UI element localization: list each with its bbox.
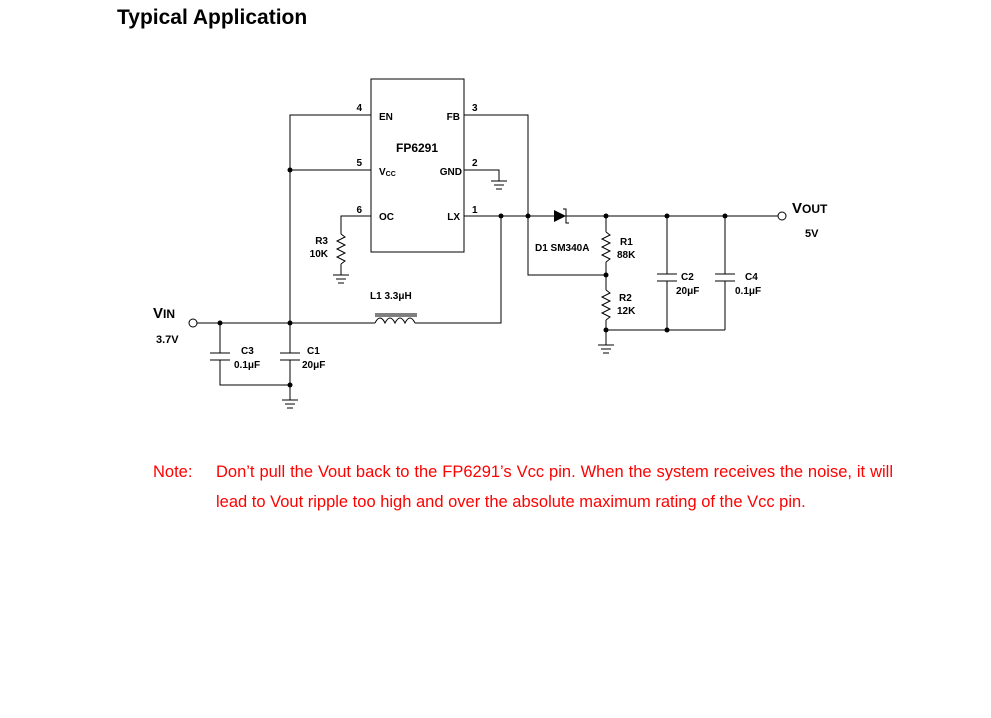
page-title: Typical Application	[117, 6, 308, 29]
c3-ref: C3	[241, 346, 254, 357]
pin-fb-label: FB	[447, 112, 460, 123]
pin-vcc-label: VCC	[379, 167, 396, 178]
junction-dot	[287, 382, 293, 388]
capacitor-c2	[657, 273, 677, 282]
pin-gnd: 2 GND	[440, 158, 478, 178]
c1-ref: C1	[307, 346, 320, 357]
ground-symbol	[491, 180, 507, 190]
vout-terminal	[777, 211, 787, 221]
r2-value: 12K	[617, 306, 636, 317]
note-text: Don’t pull the Vout back to the FP6291’s…	[216, 463, 893, 511]
pin-fb: 3 FB	[447, 103, 478, 123]
pin-oc-number: 6	[356, 205, 362, 216]
vout-label: VOUT	[792, 200, 828, 217]
junction-dot	[525, 213, 531, 219]
r1-value: 88K	[617, 250, 636, 261]
c4-value: 0.1μF	[735, 286, 761, 297]
pin-vcc-number: 5	[356, 158, 362, 169]
capacitor-c4	[715, 273, 735, 282]
pin-en-label: EN	[379, 112, 393, 123]
c1-value: 20μF	[302, 360, 325, 371]
resistor-r2	[600, 289, 612, 321]
circuit-schematic: FP6291 4 EN 5 VCC 6 OC 3 FB 2 GND 1 LX R…	[153, 78, 828, 409]
ground-symbol	[333, 274, 349, 284]
ground-symbol	[598, 344, 614, 354]
pin-lx: 1 LX	[447, 205, 478, 223]
ic-name: FP6291	[396, 141, 438, 155]
c4-ref: C4	[745, 272, 758, 283]
pin-lx-label: LX	[447, 212, 460, 223]
pin-oc-label: OC	[379, 212, 394, 223]
r2-ref: R2	[619, 293, 632, 304]
r1-ref: R1	[620, 237, 633, 248]
d1-label: D1 SM340A	[535, 243, 589, 254]
pin-gnd-label: GND	[440, 167, 462, 178]
pin-en: 4 EN	[356, 103, 392, 123]
pin-lx-number: 1	[472, 205, 478, 216]
wire-gnd	[464, 169, 500, 181]
wire-lx-to-inductor	[417, 216, 502, 324]
junction-dot	[287, 167, 293, 173]
pin-en-number: 4	[356, 103, 362, 114]
wire-fb-feedback	[464, 114, 606, 276]
resistor-r1	[600, 231, 612, 263]
junction-dot	[603, 327, 609, 333]
resistor-r3	[335, 233, 347, 265]
pin-gnd-number: 2	[472, 158, 478, 169]
c2-ref: C2	[681, 272, 694, 283]
r3-ref: R3	[315, 236, 328, 247]
capacitor-c1	[280, 352, 300, 361]
vin-label: VIN	[153, 305, 175, 322]
vout-voltage: 5V	[805, 228, 819, 240]
note-label: Note:	[153, 463, 193, 481]
wire-oc	[340, 215, 371, 234]
pin-oc: 6 OC	[356, 205, 394, 223]
c3-value: 0.1μF	[234, 360, 260, 371]
wire-en-to-vin	[289, 114, 371, 323]
ground-symbol	[282, 399, 298, 409]
vin-voltage: 3.7V	[156, 334, 179, 346]
ic-fp6291-body	[370, 78, 465, 253]
inductor-l1	[374, 313, 417, 325]
c2-value: 20μF	[676, 286, 699, 297]
pin-fb-number: 3	[472, 103, 478, 114]
note-block: Note: Don’t pull the Vout back to the FP…	[153, 457, 893, 517]
junction-dot	[664, 327, 670, 333]
vin-terminal	[188, 318, 198, 328]
l1-label: L1 3.3μH	[370, 291, 412, 302]
capacitor-c3	[210, 352, 230, 361]
pin-vcc: 5 VCC	[356, 158, 395, 178]
r3-value: 10K	[310, 249, 329, 260]
